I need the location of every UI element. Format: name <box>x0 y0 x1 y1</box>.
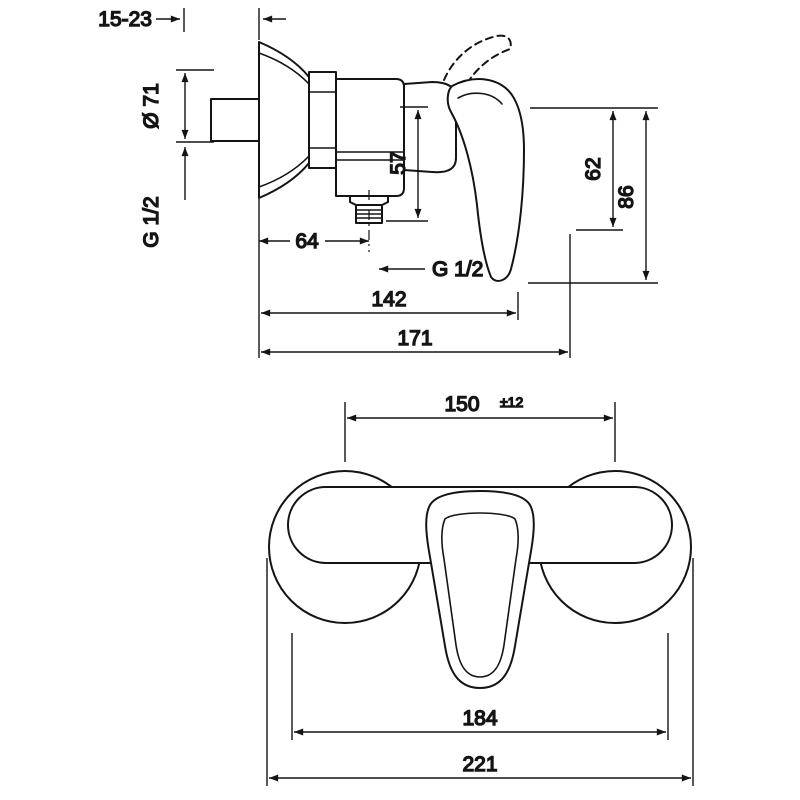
side-view: 15-23 Ø 71 G 1/2 57 64 <box>98 7 658 358</box>
label-inlet-thread: G 1/2 <box>139 147 189 248</box>
inlet-thread-label: G 1/2 <box>140 196 163 247</box>
dimension-handle-height: 62 <box>530 107 658 231</box>
dimension-total-height: 86 <box>528 111 658 284</box>
dimension-depth-to-handle: 142 <box>261 287 519 320</box>
dimension-escutcheon-diameter: Ø 71 <box>139 69 214 143</box>
handle-height-label: 62 <box>582 157 605 180</box>
center-distance-tolerance-label: ±12 <box>500 394 523 410</box>
side-view-geometry <box>210 34 525 282</box>
total-height-label: 86 <box>615 185 638 208</box>
escutcheon-inner-line-top <box>258 52 310 85</box>
escutcheon-cone <box>258 41 310 199</box>
outlet-thread-label: G 1/2 <box>432 258 483 281</box>
total-depth-label: 171 <box>397 327 432 350</box>
escutcheon-inner-line-bottom <box>258 155 310 188</box>
dimension-projection-range: 15-23 <box>98 7 286 40</box>
outlet-height-label: 57 <box>387 151 410 174</box>
label-outlet-thread: G 1/2 <box>379 257 484 282</box>
front-view: 150 ±12 184 221 <box>266 392 694 786</box>
body-width-label: 184 <box>462 707 497 730</box>
dimension-body-width: 184 <box>291 633 669 740</box>
valve-body <box>335 78 405 197</box>
dimension-total-width: 221 <box>266 558 694 786</box>
total-width-label: 221 <box>462 753 497 776</box>
dimension-outlet-height: 57 <box>386 106 428 222</box>
mounting-nut <box>308 71 337 169</box>
projection-range-label: 15-23 <box>98 8 152 31</box>
depth-to-handle-label: 142 <box>371 288 406 311</box>
front-view-geometry <box>268 470 692 689</box>
handle-open-position-dashed <box>443 34 512 97</box>
dimension-inlet-center-distance: 150 ±12 <box>344 392 616 462</box>
dimension-total-depth: 171 <box>261 234 571 358</box>
dimension-outlet-depth: 64 <box>258 198 369 358</box>
handle-lever-front-inner <box>441 512 519 678</box>
handle-lever <box>446 78 525 282</box>
outlet-depth-label: 64 <box>295 230 319 253</box>
handle-lever-front <box>425 490 535 689</box>
supply-block <box>210 98 260 142</box>
escutcheon-diameter-label: Ø 71 <box>140 83 163 129</box>
handle-lever-inner-line <box>457 92 503 105</box>
inlet-center-distance-label: 150 <box>444 393 479 416</box>
